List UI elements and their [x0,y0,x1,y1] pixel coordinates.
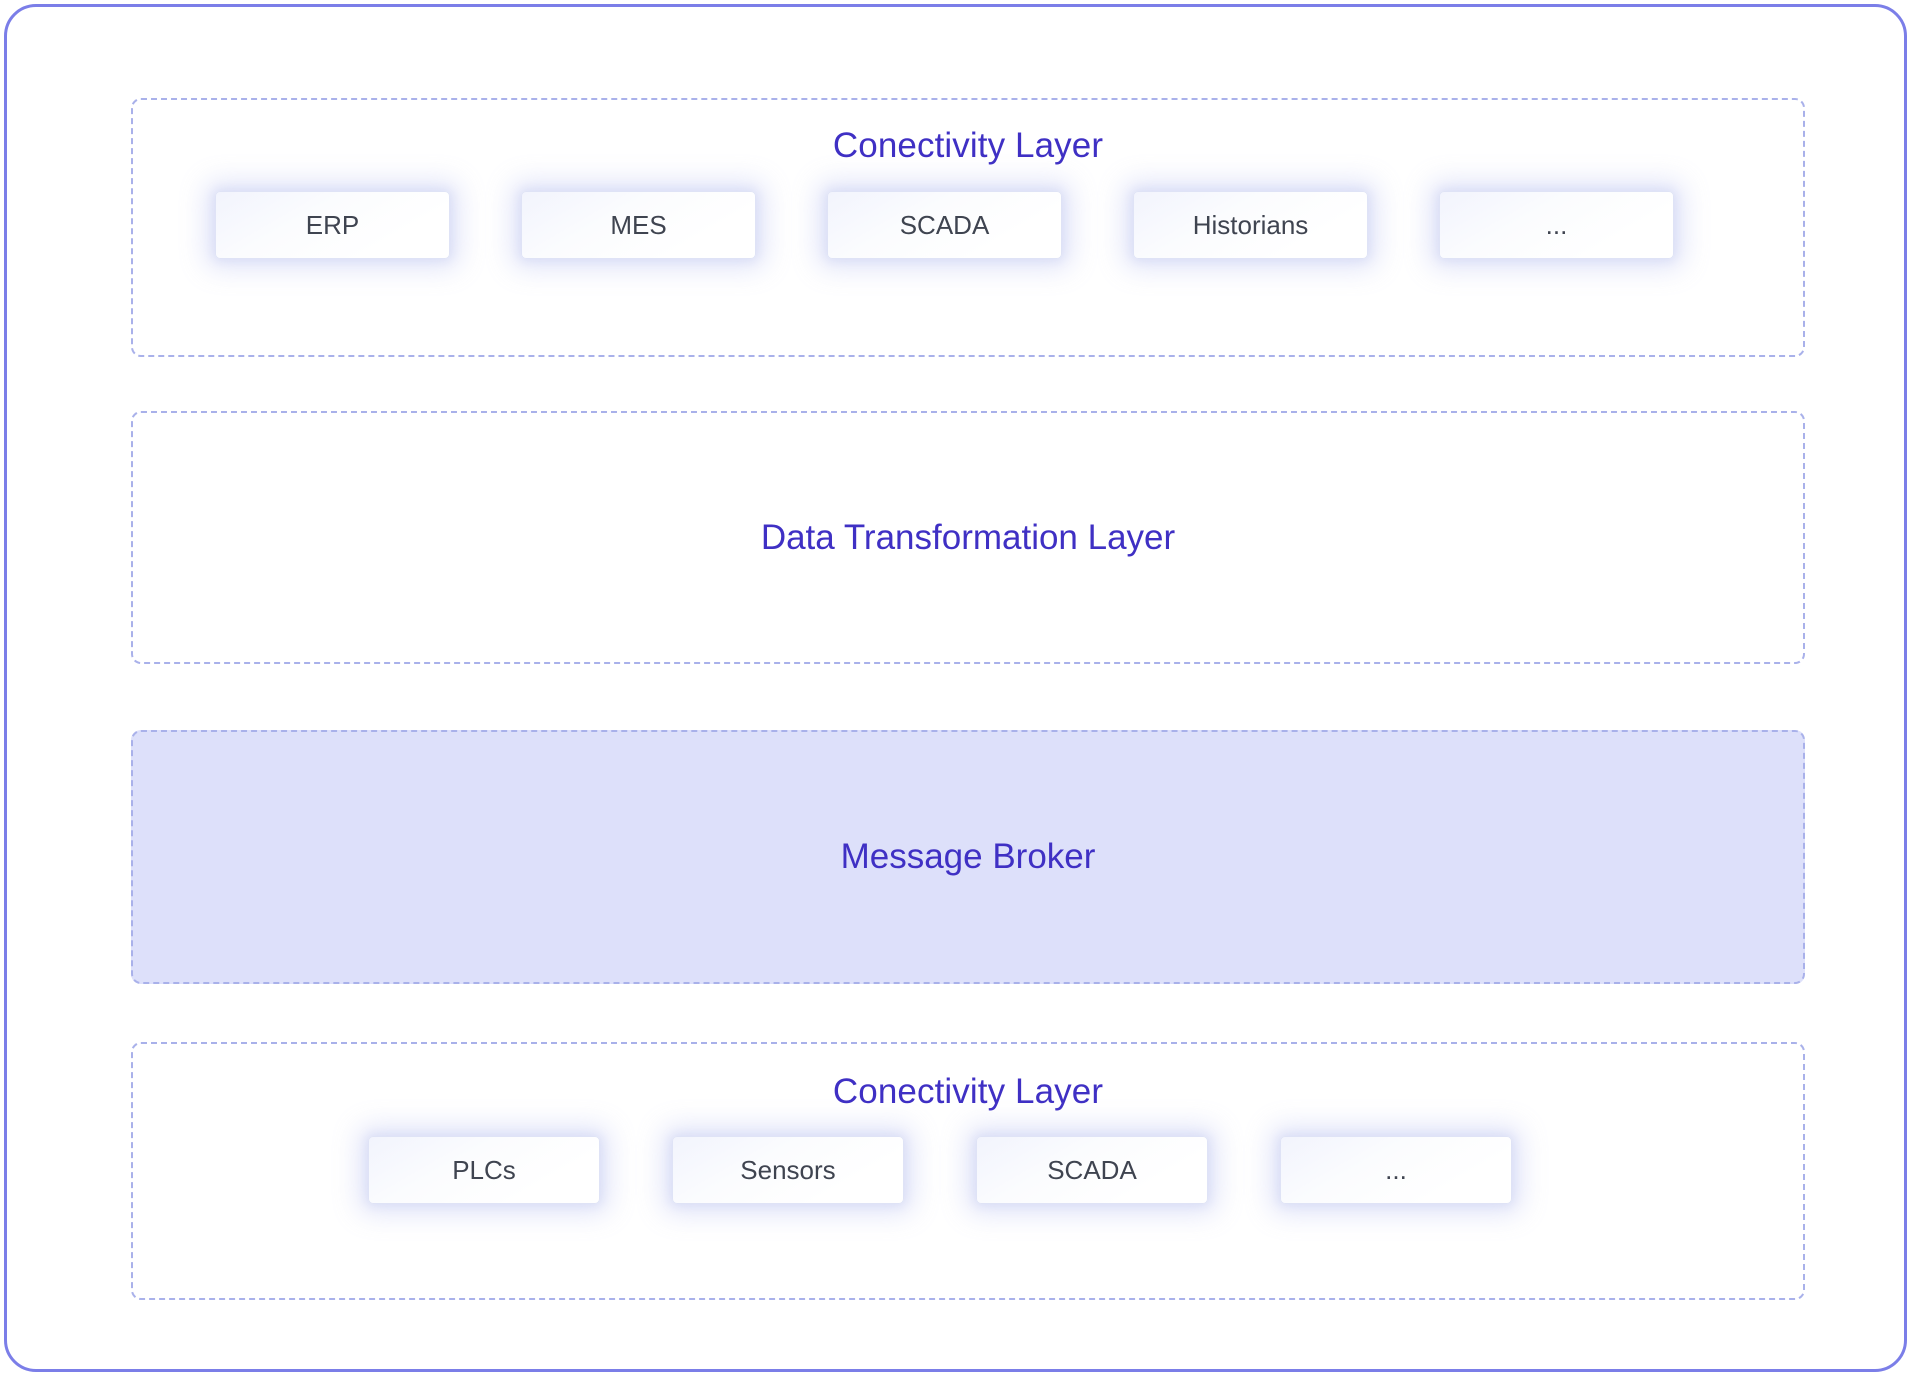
node-erp[interactable]: ERP [215,191,450,259]
connectivity-bottom-node-row: PLCs Sensors SCADA ... [133,1136,1920,1204]
node-sensors-label: Sensors [740,1154,836,1185]
node-scada-top[interactable]: SCADA [827,191,1062,259]
layer-connectivity-top: Conectivity Layer ERP MES SCADA Historia… [131,98,1805,357]
diagram-frame: Conectivity Layer ERP MES SCADA Historia… [4,4,1907,1372]
node-scada-top-label: SCADA [899,209,990,240]
node-historians[interactable]: Historians [1133,191,1368,259]
node-scada-bottom-label: SCADA [1047,1154,1137,1185]
node-more-bottom[interactable]: ... [1280,1136,1512,1204]
layer-message-broker: Message Broker [131,730,1805,984]
layer-connectivity-bottom-title: Conectivity Layer [832,1072,1104,1111]
node-more-bottom-label: ... [1385,1154,1407,1185]
node-mes[interactable]: MES [521,191,756,259]
node-erp-label: ERP [305,209,360,240]
connectivity-top-node-row: ERP MES SCADA Historians ... [133,191,1885,259]
node-plcs[interactable]: PLCs [368,1136,600,1204]
node-more-top-label: ... [1545,209,1568,240]
node-mes-label: MES [610,209,667,240]
node-sensors[interactable]: Sensors [672,1136,904,1204]
layer-message-broker-title: Message Broker [840,837,1096,876]
node-scada-bottom[interactable]: SCADA [976,1136,1208,1204]
layer-connectivity-top-title: Conectivity Layer [832,126,1104,165]
node-more-top[interactable]: ... [1439,191,1674,259]
layer-connectivity-bottom: Conectivity Layer PLCs Sensors SCADA ... [131,1042,1805,1300]
node-plcs-label: PLCs [452,1154,516,1185]
layer-data-transformation: Data Transformation Layer [131,411,1805,664]
node-historians-label: Historians [1192,209,1309,240]
layer-data-transformation-title: Data Transformation Layer [760,517,1176,557]
